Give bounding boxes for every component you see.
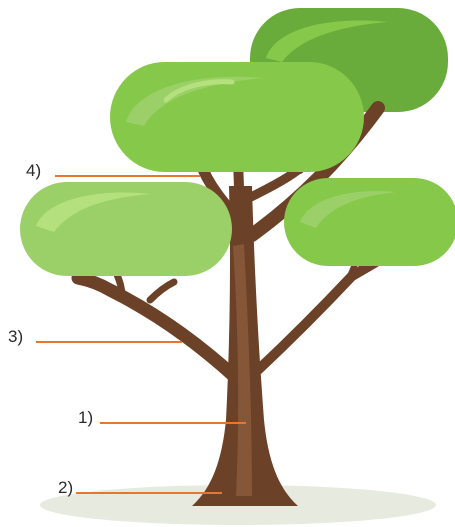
label-3: 3) [8,327,23,346]
trunk [192,186,298,506]
leader-lines [36,175,246,494]
canopy-right [284,178,455,266]
canopy-left [20,182,232,276]
label-2: 2) [58,478,73,497]
canopy-top [110,62,364,172]
label-4: 4) [26,161,41,180]
label-1: 1) [78,408,93,427]
